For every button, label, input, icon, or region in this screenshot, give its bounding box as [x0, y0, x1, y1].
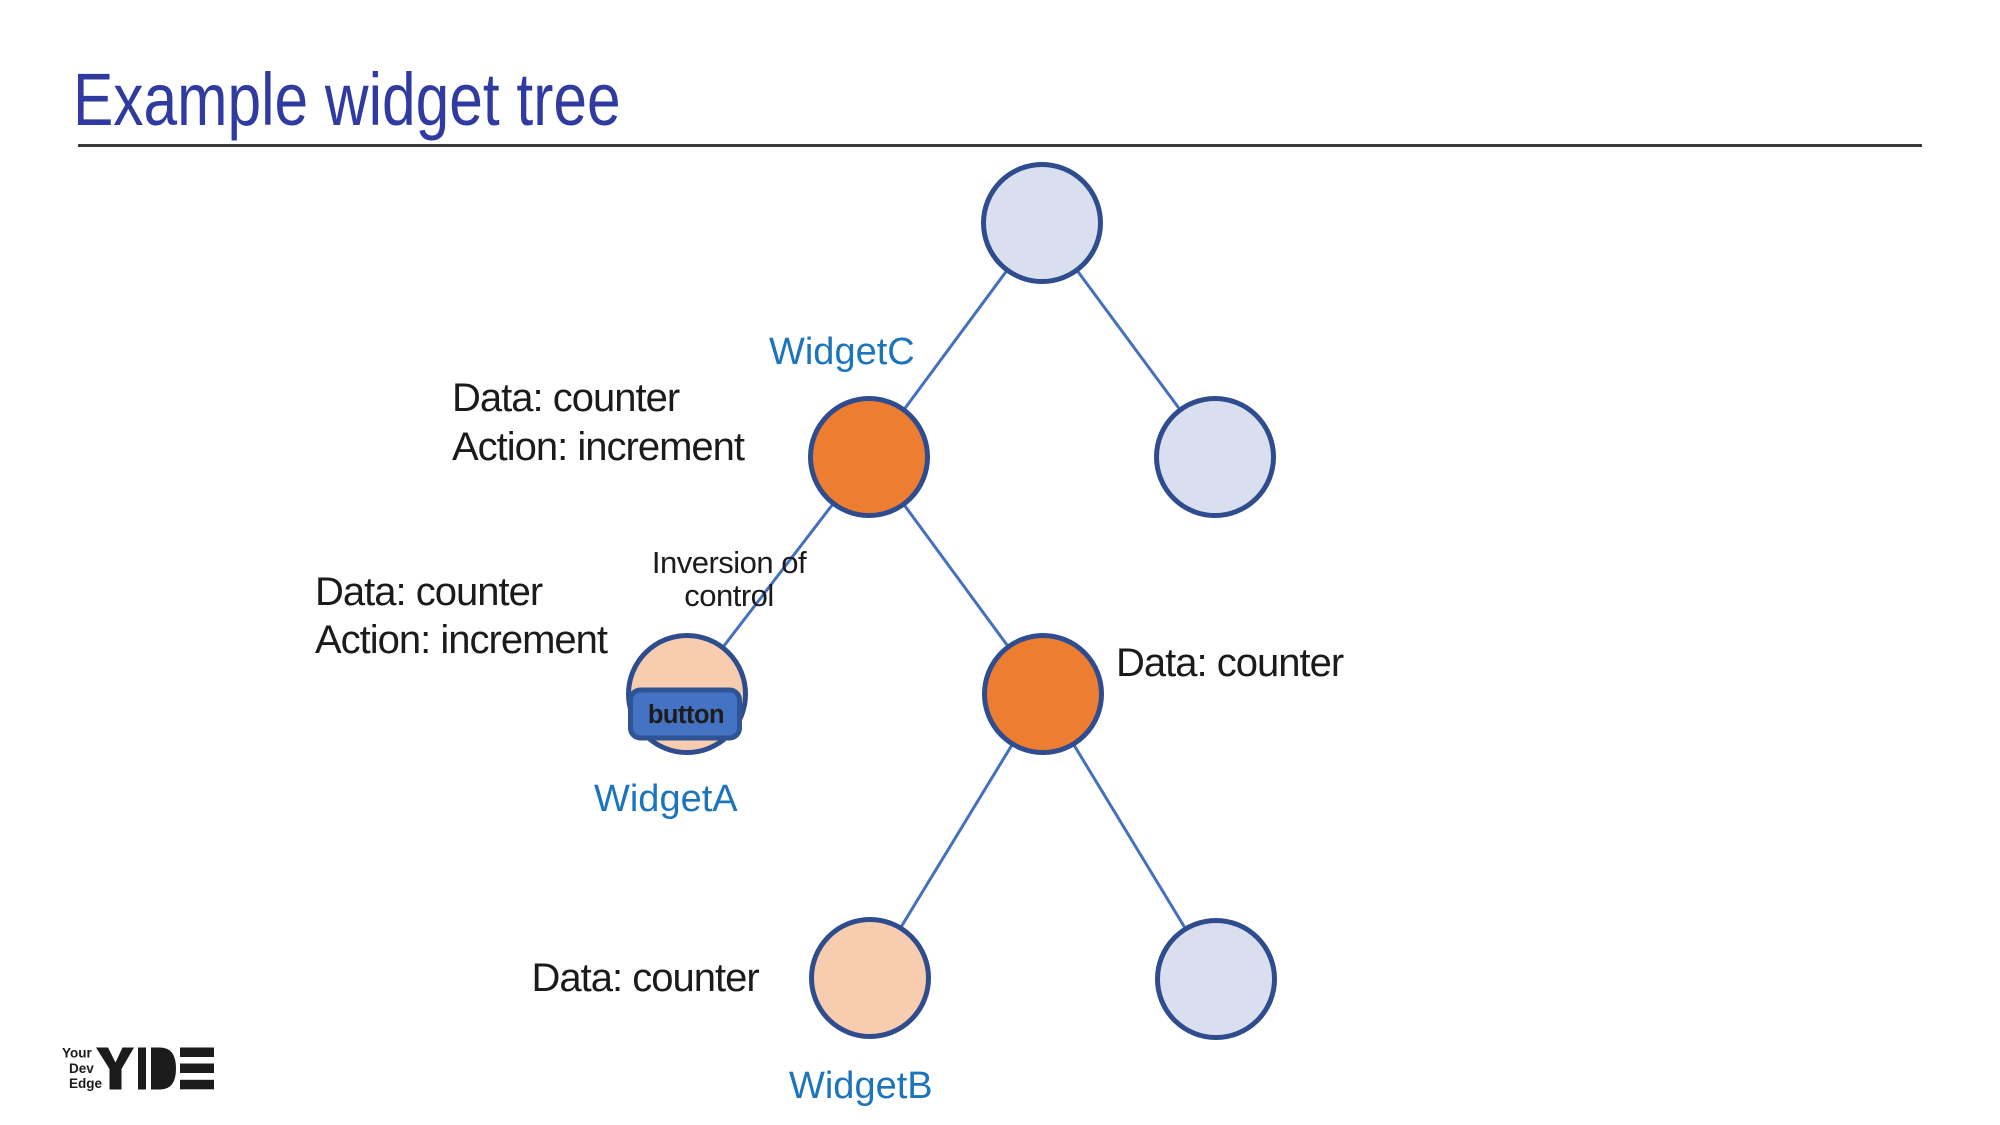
svg-text:button: button	[648, 701, 724, 729]
svg-text:Your: Your	[62, 1045, 92, 1060]
svg-text:Edge: Edge	[69, 1076, 102, 1091]
svg-text:Dev: Dev	[69, 1061, 94, 1076]
